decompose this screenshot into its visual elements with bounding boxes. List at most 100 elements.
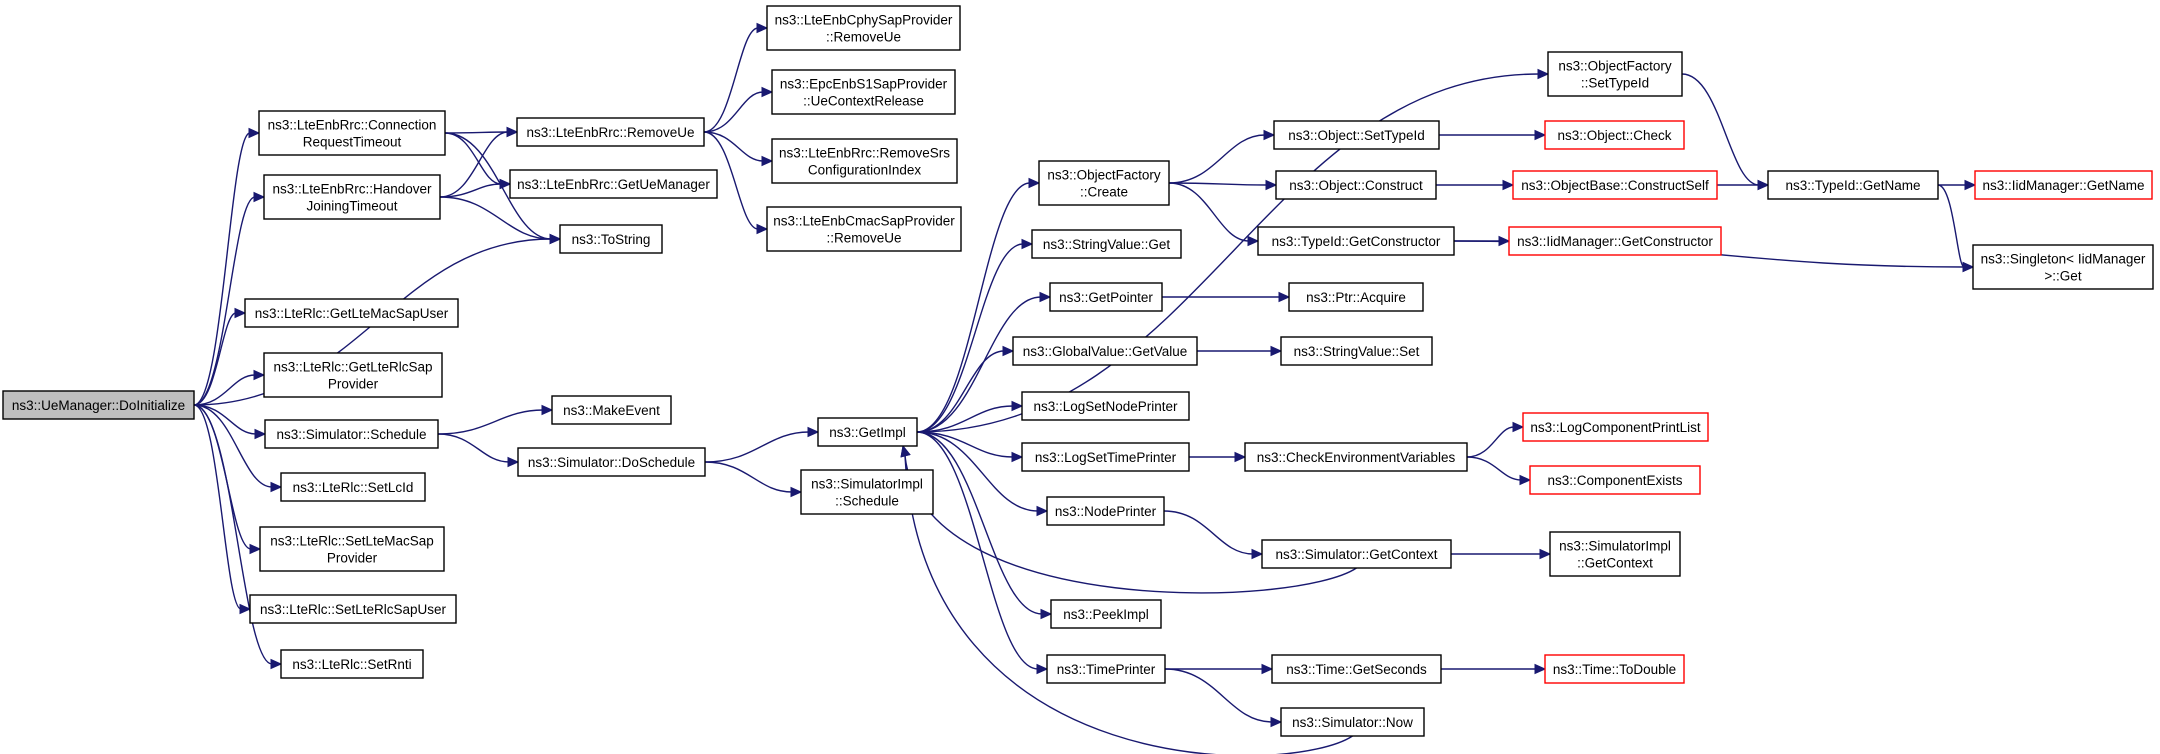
call-edge-checkEnvVars-to-componentExists [1466, 456, 1532, 486]
function-node-timeToDouble[interactable]: ns3::Time::ToDouble [1544, 654, 1685, 684]
function-node-logSetNodePrinter[interactable]: ns3::LogSetNodePrinter [1021, 391, 1190, 421]
function-node-objCheck[interactable]: ns3::Object::Check [1544, 120, 1685, 150]
function-node-removeSrs[interactable]: ns3::LteEnbRrc::RemoveSrsConfigurationIn… [771, 138, 958, 184]
function-node-typeIdGetConstructor[interactable]: ns3::TypeId::GetConstructor [1257, 226, 1455, 256]
node-box [771, 69, 956, 115]
node-box [551, 395, 672, 425]
function-node-setRnti[interactable]: ns3::LteRlc::SetRnti [280, 649, 424, 679]
function-node-componentExists[interactable]: ns3::ComponentExists [1529, 465, 1701, 495]
node-box [1529, 465, 1701, 495]
function-node-iidGetConstructor[interactable]: ns3::IidManager::GetConstructor [1508, 226, 1722, 256]
node-box [280, 649, 424, 679]
node-label-line: ns3::SimulatorImpl [811, 477, 923, 492]
function-node-getUeManager[interactable]: ns3::LteEnbRrc::GetUeManager [509, 169, 718, 199]
call-edge-objSetTypeId-to-objCheck [1439, 129, 1547, 141]
function-node-simGetContext[interactable]: ns3::Simulator::GetContext [1261, 539, 1452, 569]
node-box [1280, 336, 1433, 366]
function-node-nodePrinter[interactable]: ns3::NodePrinter [1046, 496, 1165, 526]
call-edges [193, 22, 1977, 754]
function-node-simImplGetContext[interactable]: ns3::SimulatorImpl::GetContext [1549, 531, 1681, 577]
function-node-root[interactable]: ns3::UeManager::DoInitialize [2, 390, 195, 420]
function-node-simImplSchedule[interactable]: ns3::SimulatorImpl::Schedule [800, 469, 934, 515]
node-box [1050, 599, 1162, 629]
function-node-ofCreate[interactable]: ns3::ObjectFactory::Create [1038, 160, 1170, 206]
call-edge-root-to-handoverTimeout [193, 191, 266, 406]
function-node-objConstruct[interactable]: ns3::Object::Construct [1275, 170, 1437, 200]
function-node-timePrinter[interactable]: ns3::TimePrinter [1046, 654, 1166, 684]
call-edge-gvGetValue-to-stringValueSet [1196, 345, 1283, 357]
edge-arrowhead [1011, 400, 1024, 412]
edge-arrowhead [506, 126, 519, 138]
function-node-gvGetValue[interactable]: ns3::GlobalValue::GetValue [1012, 336, 1198, 366]
edge-arrowhead [1039, 291, 1052, 303]
node-label-line: ns3::StringValue::Get [1043, 237, 1171, 252]
call-edge-objConstruct-to-objBaseConstructSelf [1435, 179, 1515, 191]
function-node-simSchedule[interactable]: ns3::Simulator::Schedule [264, 419, 439, 449]
function-node-ofSetTypeId[interactable]: ns3::ObjectFactory::SetTypeId [1547, 51, 1683, 97]
node-label-line: ::Schedule [835, 494, 899, 509]
function-node-ptrAcquire[interactable]: ns3::Ptr::Acquire [1288, 282, 1424, 312]
function-node-removeUe[interactable]: ns3::LteEnbRrc::RemoveUe [516, 117, 705, 147]
call-edge-root-to-setLcId [193, 404, 283, 493]
function-node-logSetTimePrinter[interactable]: ns3::LogSetTimePrinter [1021, 442, 1190, 472]
function-node-cmacRemoveUe[interactable]: ns3::LteEnbCmacSapProvider::RemoveUe [766, 206, 962, 252]
node-label-line: ns3::GlobalValue::GetValue [1023, 344, 1188, 359]
node-label-line: ns3::CheckEnvironmentVariables [1257, 450, 1456, 465]
call-edge-removeUe-to-removeSrs [703, 131, 774, 167]
call-edge-simSchedule-to-makeEvent [437, 404, 554, 435]
function-node-typeIdGetName[interactable]: ns3::TypeId::GetName [1767, 170, 1939, 200]
call-edge-logSetTimePrinter-to-checkEnvVars [1188, 451, 1247, 463]
call-edge-getImpl-to-stringValueGet [916, 238, 1034, 433]
function-node-simNow[interactable]: ns3::Simulator::Now [1280, 707, 1425, 737]
function-node-toString[interactable]: ns3::ToString [559, 224, 663, 254]
node-box [1021, 442, 1190, 472]
function-node-cphyRemoveUe[interactable]: ns3::LteEnbCphySapProvider::RemoveUe [766, 5, 961, 51]
function-node-setLcId[interactable]: ns3::LteRlc::SetLcId [280, 472, 426, 502]
node-box [1038, 160, 1170, 206]
node-label-line: ns3::ObjectBase::ConstructSelf [1521, 178, 1709, 193]
function-node-peekImpl[interactable]: ns3::PeekImpl [1050, 599, 1162, 629]
node-box [1021, 391, 1190, 421]
function-node-iidGetName[interactable]: ns3::IidManager::GetName [1974, 170, 2153, 200]
function-node-getImpl[interactable]: ns3::GetImpl [817, 417, 918, 447]
edge-line [916, 431, 1014, 458]
node-label-line: ns3::LteRlc::GetLteMacSapUser [255, 306, 449, 321]
node-box [1547, 51, 1683, 97]
function-node-stringValueGet[interactable]: ns3::StringValue::Get [1031, 229, 1182, 259]
function-node-stringValueSet[interactable]: ns3::StringValue::Set [1280, 336, 1433, 366]
function-node-objBaseConstructSelf[interactable]: ns3::ObjectBase::ConstructSelf [1512, 170, 1718, 200]
node-box [258, 110, 446, 156]
function-node-doSchedule[interactable]: ns3::Simulator::DoSchedule [517, 447, 706, 477]
function-node-setLteRlcSapUser[interactable]: ns3::LteRlc::SetLteRlcSapUser [249, 594, 457, 624]
edge-arrowhead [1964, 179, 1977, 191]
node-box [1280, 707, 1425, 737]
function-node-logComponentPrintList[interactable]: ns3::LogComponentPrintList [1522, 412, 1709, 442]
edge-line [916, 431, 1043, 615]
node-box [1544, 654, 1685, 684]
function-node-s1ContextRelease[interactable]: ns3::EpcEnbS1SapProvider::UeContextRelea… [771, 69, 956, 115]
function-node-timeGetSeconds[interactable]: ns3::Time::GetSeconds [1271, 654, 1442, 684]
node-label-line: ns3::Object::SetTypeId [1288, 128, 1425, 143]
node-label-line: ns3::NodePrinter [1055, 504, 1157, 519]
edge-arrowhead [1962, 261, 1975, 273]
node-label-line: JoiningTimeout [306, 199, 397, 214]
node-box [509, 169, 718, 199]
node-label-line: ns3::PeekImpl [1063, 607, 1149, 622]
node-label-line: ns3::LteRlc::SetLteRlcSapUser [260, 602, 447, 617]
edge-line [193, 404, 242, 610]
function-node-checkEnvVars[interactable]: ns3::CheckEnvironmentVariables [1244, 442, 1468, 472]
edge-line [439, 131, 509, 198]
node-box [1522, 412, 1709, 442]
node-label-line: ns3::Singleton< IidManager [1981, 252, 2146, 267]
edge-arrowhead [541, 404, 554, 416]
function-node-objSetTypeId[interactable]: ns3::Object::SetTypeId [1273, 120, 1440, 150]
function-node-makeEvent[interactable]: ns3::MakeEvent [551, 395, 672, 425]
function-node-getPointer[interactable]: ns3::GetPointer [1049, 282, 1163, 312]
function-node-singletonGet[interactable]: ns3::Singleton< IidManager>::Get [1972, 244, 2154, 290]
function-node-getLteMacSapUser[interactable]: ns3::LteRlc::GetLteMacSapUser [244, 298, 459, 328]
call-edge-root-to-connTimeout [193, 127, 261, 406]
